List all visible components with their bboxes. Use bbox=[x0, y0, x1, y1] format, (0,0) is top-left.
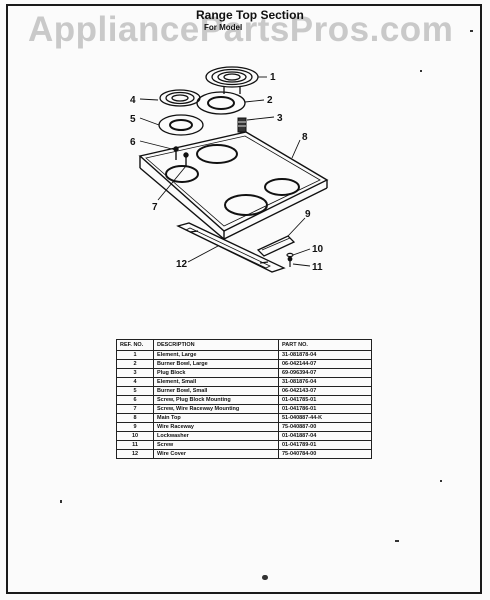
ref-cell: 1 bbox=[116, 350, 154, 360]
section-subtitle: For Model bbox=[204, 23, 243, 32]
description-cell: Burner Bowl, Small bbox=[153, 386, 279, 396]
callout-3: 3 bbox=[277, 113, 283, 124]
callout-10: 10 bbox=[312, 244, 324, 255]
watermark: AppliancePartsPros.com bbox=[28, 10, 454, 49]
part-number-cell: 75-040887-00 bbox=[278, 422, 372, 432]
ref-cell: 6 bbox=[116, 395, 154, 405]
ref-cell: 12 bbox=[116, 449, 154, 459]
part-number-cell: 01-041789-01 bbox=[278, 440, 372, 450]
description-cell: Wire Raceway bbox=[153, 422, 279, 432]
callout-6: 6 bbox=[130, 137, 136, 148]
scan-noise bbox=[60, 500, 62, 503]
element-small bbox=[159, 89, 201, 107]
section-title: Range Top Section bbox=[196, 8, 304, 22]
plug-block bbox=[237, 117, 247, 133]
ref-cell: 9 bbox=[116, 422, 154, 432]
part-number-cell: 06-042143-07 bbox=[278, 386, 372, 396]
callout-12: 12 bbox=[176, 259, 188, 270]
ref-cell: 7 bbox=[116, 404, 154, 414]
part-number-cell: 01-041887-04 bbox=[278, 431, 372, 441]
callout-4: 4 bbox=[130, 95, 136, 106]
ref-cell: 10 bbox=[116, 431, 154, 441]
ref-cell: 5 bbox=[116, 386, 154, 396]
description-cell: Burner Bowl, Large bbox=[153, 359, 279, 369]
part-number-cell: 01-041786-01 bbox=[278, 404, 372, 414]
callout-5: 5 bbox=[130, 114, 136, 125]
scan-noise bbox=[395, 540, 399, 542]
description-cell: Element, Large bbox=[153, 350, 279, 360]
callout-11: 11 bbox=[312, 262, 323, 273]
callout-1: 1 bbox=[270, 72, 276, 83]
description-cell: Plug Block bbox=[153, 368, 279, 378]
wire-cover bbox=[176, 222, 286, 273]
callout-8: 8 bbox=[302, 132, 308, 143]
element-large bbox=[205, 66, 259, 94]
part-number-cell: 51-040887-44-K bbox=[278, 413, 372, 423]
description-cell: Lockwasher bbox=[153, 431, 279, 441]
ref-cell: 4 bbox=[116, 377, 154, 387]
callout-9: 9 bbox=[305, 209, 311, 220]
description-cell: Main Top bbox=[153, 413, 279, 423]
burner-bowl-large bbox=[196, 91, 246, 115]
part-number-cell: 75-040784-00 bbox=[278, 449, 372, 459]
ref-cell: 8 bbox=[116, 413, 154, 423]
ref-cell: 2 bbox=[116, 359, 154, 369]
lockwasher-and-screw bbox=[286, 252, 294, 267]
page-border bbox=[6, 4, 482, 594]
scan-noise bbox=[440, 480, 442, 482]
leader-lines bbox=[139, 76, 311, 267]
scan-noise bbox=[420, 70, 422, 72]
header-description: DESCRIPTION bbox=[153, 339, 279, 351]
description-cell: Wire Cover bbox=[153, 449, 279, 459]
ref-cell: 3 bbox=[116, 368, 154, 378]
scan-noise bbox=[470, 30, 473, 32]
callout-2: 2 bbox=[267, 95, 273, 106]
ref-cell: 11 bbox=[116, 440, 154, 450]
part-number-cell: 31-081876-04 bbox=[278, 377, 372, 387]
part-number-cell: 31-081878-04 bbox=[278, 350, 372, 360]
description-cell: Element, Small bbox=[153, 377, 279, 387]
header-ref-no: REF. NO. bbox=[116, 339, 154, 351]
description-cell: Screw, Wire Raceway Mounting bbox=[153, 404, 279, 414]
description-cell: Screw, Plug Block Mounting bbox=[153, 395, 279, 405]
description-cell: Screw bbox=[153, 440, 279, 450]
callout-7: 7 bbox=[152, 202, 158, 213]
part-number-cell: 06-042144-07 bbox=[278, 359, 372, 369]
table-header-row: REF. NO. DESCRIPTION PART NO. bbox=[116, 339, 372, 351]
scan-noise bbox=[262, 575, 268, 580]
part-number-cell: 01-041785-01 bbox=[278, 395, 372, 405]
wire-raceway bbox=[256, 235, 296, 257]
mounting-screws bbox=[173, 146, 189, 166]
header-part-no: PART NO. bbox=[278, 339, 372, 351]
part-number-cell: 69-096394-07 bbox=[278, 368, 372, 378]
burner-bowl-small bbox=[158, 114, 204, 136]
